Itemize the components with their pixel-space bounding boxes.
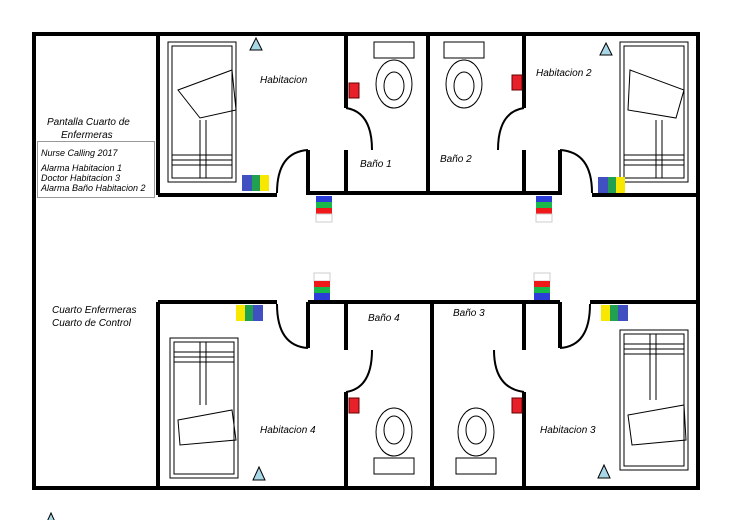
- door-bano4: [345, 349, 373, 393]
- bed-hab4: [169, 337, 239, 479]
- door-hab3: [559, 303, 591, 349]
- room-label-bano1: Baño 1: [360, 159, 392, 170]
- toilet-bano3: [455, 407, 497, 475]
- screen-line: Alarma Habitacion 1: [41, 163, 123, 173]
- corridor-light-hab1: [315, 196, 333, 223]
- call-panel-hab1[interactable]: [242, 175, 269, 191]
- room-label-bano2: Baño 2: [440, 154, 472, 165]
- toilet-bano1: [373, 41, 415, 109]
- bed-hab1: [167, 41, 237, 183]
- door-bano3: [493, 349, 525, 393]
- call-panel-hab4[interactable]: [236, 305, 263, 321]
- triangle-icon: [599, 41, 613, 56]
- bed-hab3: [619, 329, 689, 471]
- triangle-icon: [47, 511, 55, 520]
- nurse-room-label-2: Cuarto de Control: [52, 318, 131, 329]
- screen-line: Nurse Calling 2017: [41, 148, 118, 158]
- corridor-light-hab3: [533, 272, 551, 300]
- alarm-button-bano2[interactable]: [511, 74, 523, 91]
- nurse-room-label-1: Cuarto Enfermeras: [52, 305, 137, 316]
- corridor-light-hab4: [313, 272, 331, 300]
- screen-line: Alarma Baño Habitacion 2: [41, 183, 146, 193]
- call-panel-hab2[interactable]: [598, 177, 625, 193]
- room-label-hab2: Habitacion 2: [536, 68, 592, 79]
- door-bano1: [345, 107, 373, 151]
- room-label-hab3: Habitacion 3: [540, 425, 596, 436]
- alarm-button-bano1[interactable]: [348, 82, 360, 99]
- door-hab4: [276, 303, 309, 349]
- outer-wall: [32, 32, 700, 490]
- screen-title-1: Pantalla Cuarto de: [47, 117, 130, 128]
- room-label-hab4: Habitacion 4: [260, 425, 316, 436]
- door-hab2: [559, 149, 593, 194]
- corridor-light-hab2: [535, 196, 553, 223]
- triangle-icon: [597, 463, 611, 479]
- toilet-bano2: [443, 41, 485, 109]
- bed-hab2: [619, 41, 689, 183]
- triangle-icon: [252, 465, 266, 481]
- door-bano2: [497, 107, 525, 151]
- toilet-bano4: [373, 407, 415, 475]
- triangle-icon: [249, 36, 263, 51]
- alarm-button-bano4[interactable]: [348, 397, 360, 414]
- room-label-bano3: Baño 3: [453, 308, 485, 319]
- screen-line: Doctor Habitacion 3: [41, 173, 121, 183]
- room-label-hab1: Habitacion: [260, 75, 308, 86]
- door-hab1: [276, 149, 309, 194]
- nurse-screen-panel: Nurse Calling 2017 Alarma Habitacion 1 D…: [37, 141, 155, 198]
- screen-title-2: Enfermeras: [61, 130, 113, 141]
- alarm-button-bano3[interactable]: [511, 397, 523, 414]
- call-panel-hab3[interactable]: [601, 305, 628, 321]
- room-label-bano4: Baño 4: [368, 313, 400, 324]
